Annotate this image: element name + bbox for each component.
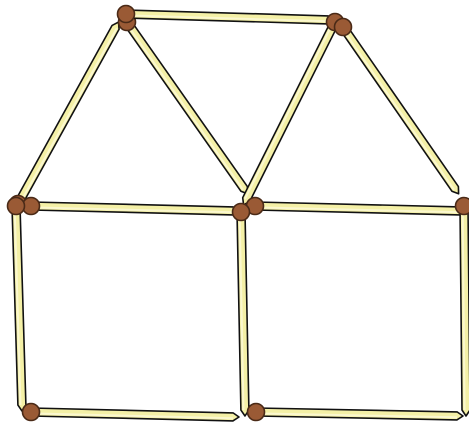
matchstick-highlight [342, 28, 454, 190]
matchstick-left-roof[interactable] [10, 22, 120, 212]
matchstick-body [243, 20, 339, 205]
matchstick-middle-wall[interactable] [233, 204, 250, 417]
matchstick-head [233, 204, 250, 221]
matchstick-head [8, 198, 25, 215]
matchstick-right-roof[interactable] [335, 19, 459, 194]
matchstick-head [23, 404, 40, 421]
matchstick-highlight [126, 23, 243, 190]
matchstick-right-wall[interactable] [456, 198, 469, 417]
matchstick-left-square-top[interactable] [23, 198, 240, 215]
matchstick-highlight [245, 21, 334, 199]
matchstick-right-square-bottom[interactable] [248, 404, 464, 421]
matchstick-left-square-bottom[interactable] [23, 404, 240, 421]
matchstick-head [248, 404, 265, 421]
matchstick-body [15, 22, 120, 206]
matchstick-highlight [19, 28, 117, 205]
matchstick-right-square-top[interactable] [247, 198, 467, 215]
matchstick-left-wall[interactable] [8, 198, 26, 412]
matchstick-roof-ridge[interactable] [118, 6, 335, 24]
matchstick-left-roof-inner[interactable] [119, 14, 248, 194]
matchstick-head [118, 6, 135, 23]
matchstick-head [456, 198, 469, 215]
matchstick-right-roof-inner[interactable] [243, 14, 344, 205]
matchstick-head [335, 19, 352, 36]
